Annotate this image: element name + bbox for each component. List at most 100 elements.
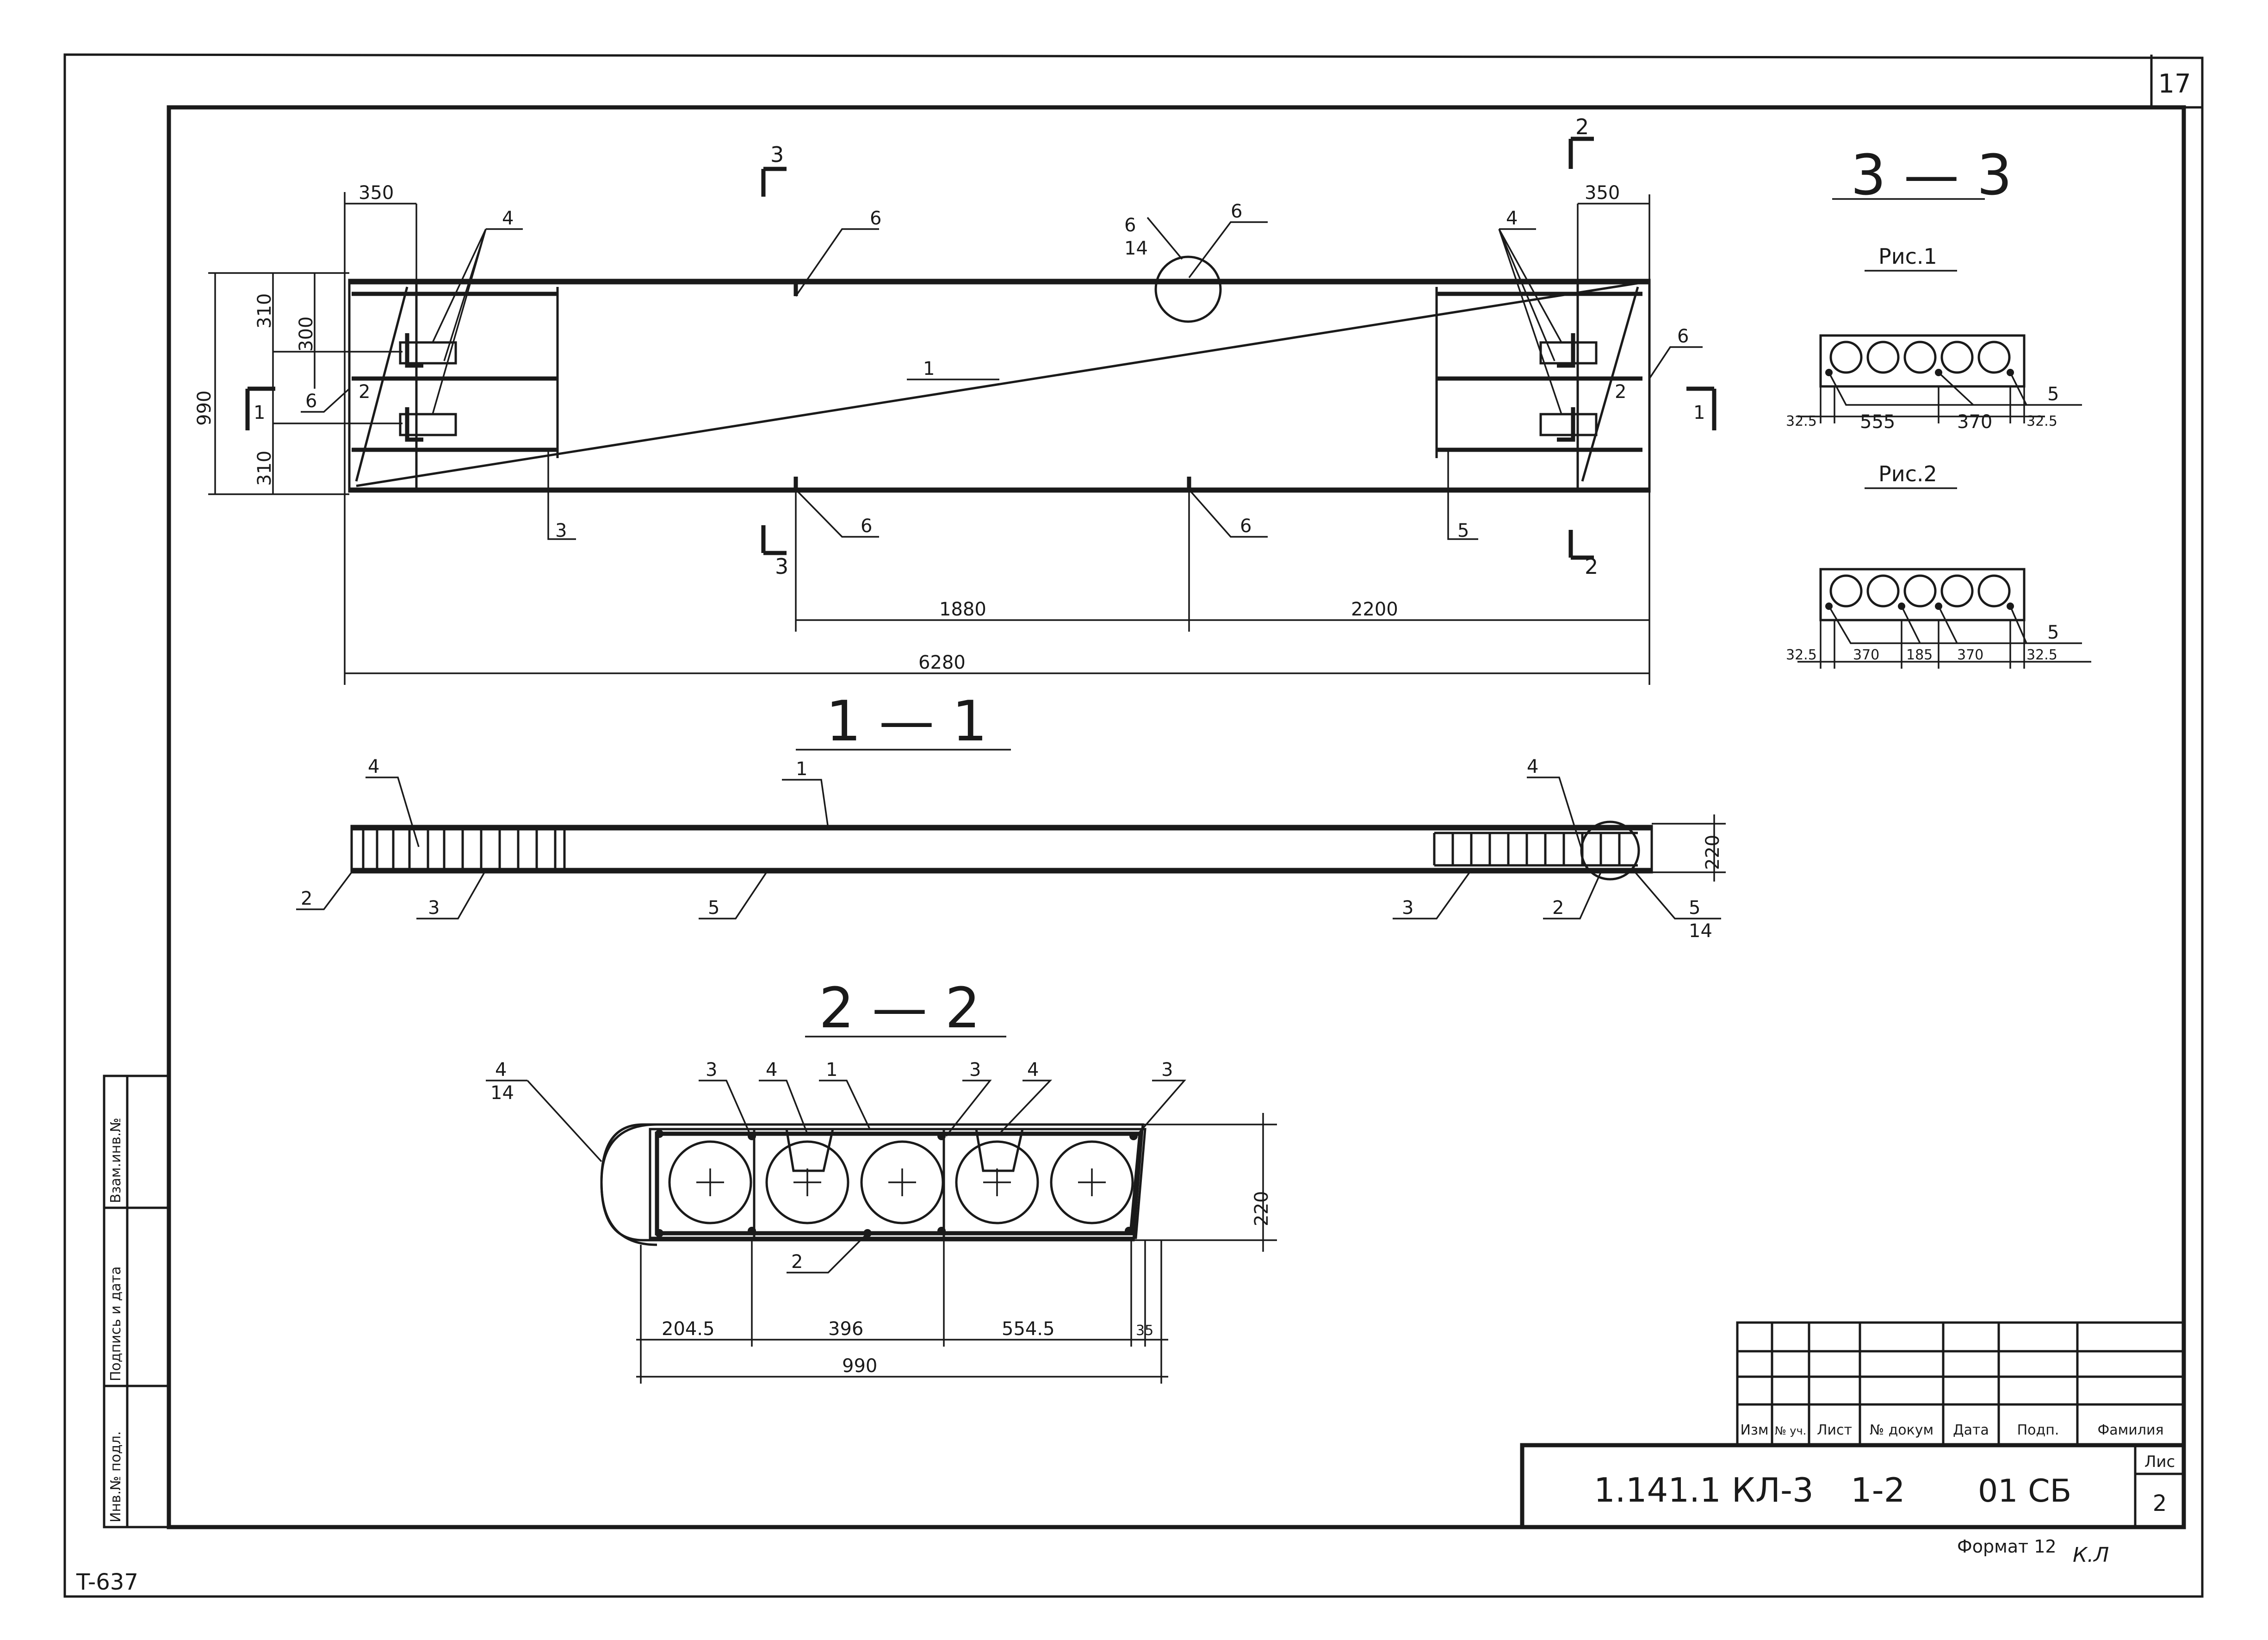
s11-callout-2-right: 2: [1552, 897, 1564, 919]
tb-header-izm: Изм: [1740, 1422, 1768, 1438]
callout-6-right: 6: [1677, 326, 1689, 347]
dim-2200: 2200: [1351, 599, 1398, 620]
plan-dim-labels: 350 350 310 300 310 990 1880 2200 6280 3…: [194, 114, 1705, 673]
stamp-signature-date: Подпись и дата: [108, 1267, 124, 1382]
s22-bar-4: [748, 1227, 756, 1235]
fig2-dim-3: 370: [1957, 647, 1983, 663]
s11-callout-4-right: 4: [1527, 756, 1538, 777]
callout-6-bottom-b: 6: [1240, 516, 1252, 537]
tb-sheet-no: 2: [2153, 1491, 2167, 1516]
dim-1880: 1880: [939, 599, 986, 620]
s22-bar-6: [937, 1227, 946, 1235]
s11-detail-14: 14: [1689, 920, 1712, 942]
s22-bar-2: [655, 1229, 663, 1237]
s22-dim-990: 990: [842, 1355, 877, 1377]
cut-3-bottom: 3: [775, 554, 788, 579]
tb-header-name: Фамилия: [2097, 1422, 2163, 1438]
callout-4-right: 4: [1506, 208, 1518, 229]
fig1-mark-5: 5: [2047, 384, 2059, 405]
fig2-mark-5: 5: [2047, 622, 2059, 643]
section-3-3-title: 3 — 3: [1851, 143, 2012, 208]
detail-6-top: 6: [1124, 215, 1136, 236]
callout-6-top: 6: [870, 208, 881, 229]
stamp-original-inv: Инв.№ подл.: [108, 1431, 124, 1522]
cut-2-top: 2: [1575, 114, 1589, 139]
dim-990: 990: [194, 391, 215, 426]
left-code: T-637: [76, 1569, 138, 1595]
s22-bar-7: [1129, 1132, 1138, 1140]
fig1-dim-0: 32.5: [1786, 413, 1817, 429]
callout-2-left: 2: [359, 381, 370, 403]
fig2-dim-4: 32.5: [2026, 647, 2057, 663]
tb-issue: 1-2: [1851, 1471, 1905, 1510]
callout-2-right: 2: [1615, 381, 1626, 403]
s22-detail-4: 4: [495, 1059, 507, 1081]
s22-dim-396: 396: [828, 1318, 863, 1340]
fig2-dim-1: 370: [1853, 647, 1879, 663]
s11-detail-5: 5: [1689, 897, 1700, 919]
dim-350-right: 350: [1585, 182, 1620, 204]
cut-2-bottom: 2: [1585, 554, 1598, 579]
s22-bar-8: [1125, 1227, 1133, 1235]
cut-1-left: 1: [254, 402, 265, 423]
detail-14-bottom: 14: [1124, 238, 1148, 259]
tb-sheet-label: Лис: [2144, 1453, 2175, 1471]
stamp-replaced-inv: Взам.инв.№: [108, 1118, 124, 1203]
fig1-dim-3: 32.5: [2026, 413, 2057, 429]
tb-header-sign: Подп.: [2017, 1422, 2059, 1438]
tb-code: 1.141.1 КЛ-3: [1594, 1471, 1814, 1510]
section-2-2: [486, 1036, 1277, 1384]
s11-callout-3-left: 3: [428, 897, 440, 919]
tb-mark: 01 СБ: [1978, 1473, 2071, 1510]
s22-callout-2: 2: [791, 1251, 803, 1273]
dim-6280: 6280: [918, 652, 966, 673]
s22-callout-3-b: 3: [969, 1059, 981, 1081]
s11-callout-1: 1: [796, 758, 807, 780]
s22-dim-554: 554.5: [1002, 1318, 1055, 1340]
tb-header-doc: № докум: [1870, 1422, 1933, 1438]
title-block: [1520, 1321, 2186, 1529]
s22-callout-1: 1: [826, 1059, 837, 1081]
section-2-2-title: 2 — 2: [819, 976, 980, 1041]
section-1-1: [296, 749, 1726, 919]
s11-callout-2-left: 2: [301, 888, 312, 909]
section-3-3-fig2: Рис.2: [1878, 461, 1937, 486]
section-3-3-fig1: Рис.1: [1878, 244, 1937, 269]
callout-5: 5: [1457, 520, 1469, 541]
dim-310-bottom: 310: [254, 451, 275, 486]
callout-6-detail: 6: [1231, 201, 1242, 222]
format-label: Формат 12: [1957, 1536, 2057, 1557]
tb-header-list: Лист: [1817, 1422, 1852, 1438]
s22-callout-3-c: 3: [1161, 1059, 1173, 1081]
dim-310-top: 310: [254, 293, 275, 329]
page-number: 17: [2158, 69, 2191, 99]
section-3-3: [1797, 198, 2091, 669]
s22-callout-4-b: 4: [1027, 1059, 1039, 1081]
format-mark: К.Л: [2073, 1543, 2109, 1567]
fig2-dim-0: 32.5: [1786, 647, 1817, 663]
fig1-dim-2: 370: [1957, 411, 1992, 433]
callout-6-bottom-a: 6: [861, 516, 872, 537]
s22-dim-204: 204.5: [662, 1318, 715, 1340]
s22-detail-14: 14: [490, 1082, 514, 1104]
cut-3-top: 3: [770, 142, 784, 167]
callout-6-left: 6: [305, 391, 317, 412]
plan-view: [208, 137, 1716, 685]
tb-header-uch: № уч.: [1775, 1424, 1807, 1437]
cut-1-right: 1: [1693, 402, 1705, 423]
s11-callout-3-right: 3: [1402, 897, 1413, 919]
s11-callout-4-left: 4: [368, 756, 379, 777]
fig1-dim-1: 555: [1860, 411, 1895, 433]
s22-bar-1: [655, 1130, 663, 1138]
side-stamp: [103, 1075, 170, 1528]
callout-3: 3: [555, 520, 567, 541]
s11-callout-5: 5: [708, 897, 719, 919]
s22-bar-5: [937, 1132, 946, 1140]
tb-header-date: Дата: [1953, 1422, 1989, 1438]
s22-dim-35: 35: [1136, 1323, 1153, 1339]
section-2-2-height: 220: [1251, 1191, 1272, 1226]
fig2-dim-2: 185: [1906, 647, 1933, 663]
section-1-1-title: 1 — 1: [826, 690, 987, 754]
dim-300: 300: [296, 317, 317, 352]
